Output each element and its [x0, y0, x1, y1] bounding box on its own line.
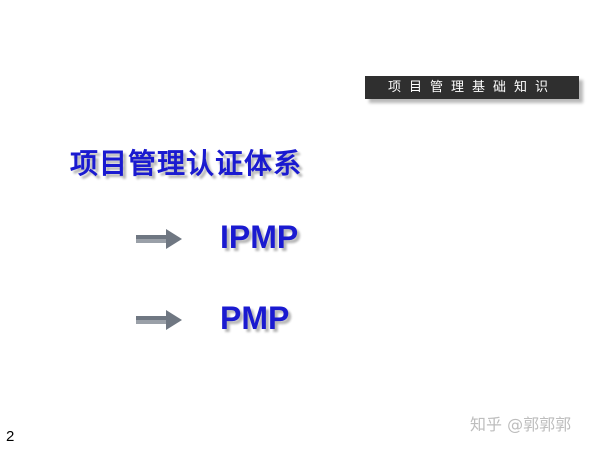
- list-item-pmp: PMP: [220, 300, 290, 336]
- topic-bar-label: 项目管理基础知识: [387, 80, 556, 95]
- list-item-ipmp: IPMP: [220, 219, 299, 255]
- slide-title: 项目管理认证体系: [70, 147, 303, 180]
- page-number: 2: [6, 428, 15, 445]
- arrow-right-icon: [136, 310, 184, 330]
- arrow-right-icon: [136, 229, 184, 249]
- watermark: 知乎 @郭郭郭: [470, 415, 572, 434]
- topic-bar: 项目管理基础知识: [365, 76, 579, 99]
